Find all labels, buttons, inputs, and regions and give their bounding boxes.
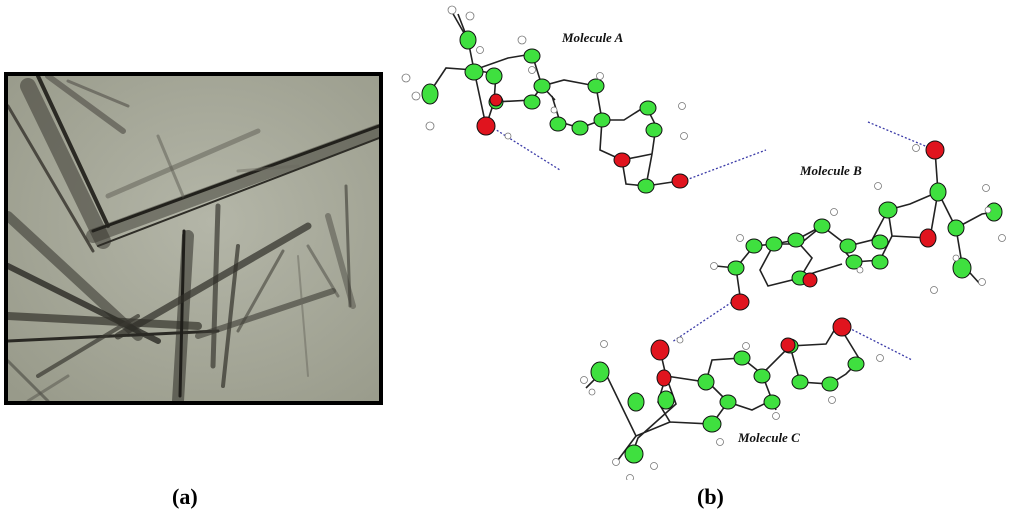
crystal-micrograph (4, 72, 383, 405)
atoms (401, 5, 1006, 480)
crystal-needles-image (8, 76, 379, 401)
panel-label-b: (b) (697, 484, 724, 509)
molecule-b-label: Molecule B (800, 163, 862, 178)
molecule-a-label: Molecule A (562, 30, 624, 45)
panel-label-a: (a) (172, 484, 198, 509)
hbond-lines (489, 121, 931, 361)
molecular-structure-diagram (401, 5, 1006, 480)
molecule-c-label: Molecule C (738, 430, 800, 445)
